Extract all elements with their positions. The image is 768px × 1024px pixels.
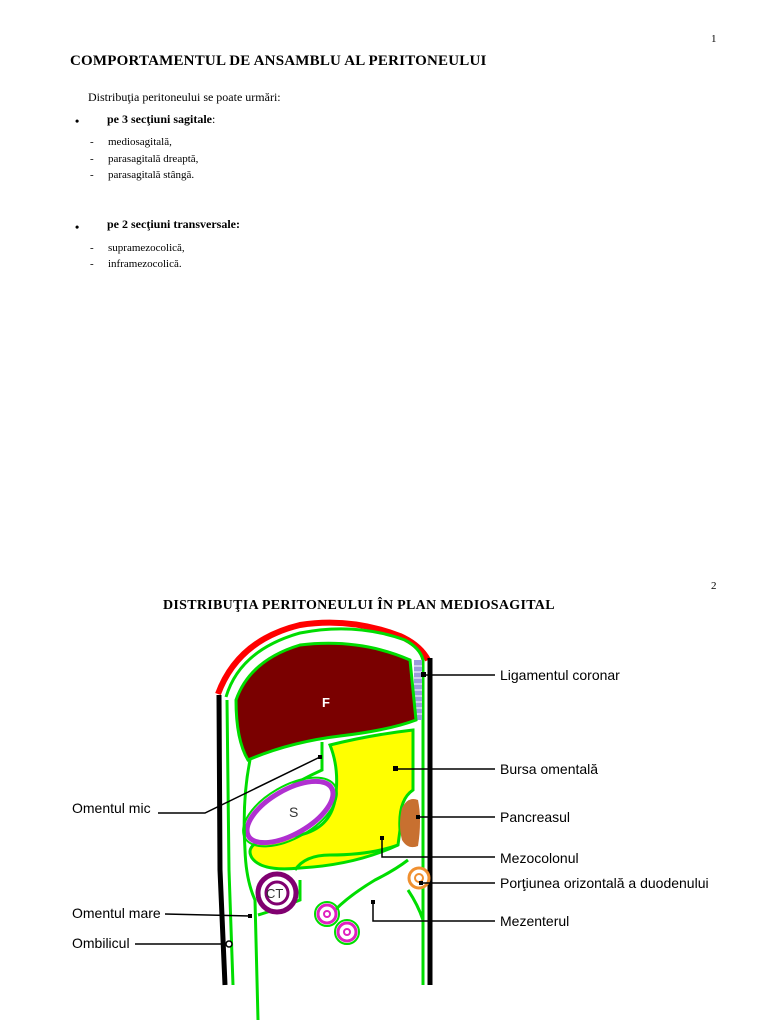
- label-duodenum: Porţiunea orizontală a duodenului: [500, 875, 709, 891]
- liver-label: F: [322, 695, 330, 710]
- label-coronary-ligament: Ligamentul coronar: [500, 667, 620, 683]
- umbilicus-marker: [226, 941, 232, 947]
- label-lesser-omentum: Omentul mic: [72, 800, 151, 816]
- label-pancreas: Pancreasul: [500, 809, 570, 825]
- anterior-abdominal-wall: [219, 695, 225, 985]
- pancreas: [400, 799, 420, 847]
- colon-label: CT: [266, 886, 283, 901]
- label-omental-bursa: Bursa omentală: [500, 761, 598, 777]
- label-mesocolon: Mezocolonul: [500, 850, 579, 866]
- stomach-label: S: [289, 804, 298, 820]
- label-mesentery: Mezenterul: [500, 913, 569, 929]
- label-greater-omentum: Omentul mare: [72, 905, 161, 921]
- label-umbilicus: Ombilicul: [72, 935, 130, 951]
